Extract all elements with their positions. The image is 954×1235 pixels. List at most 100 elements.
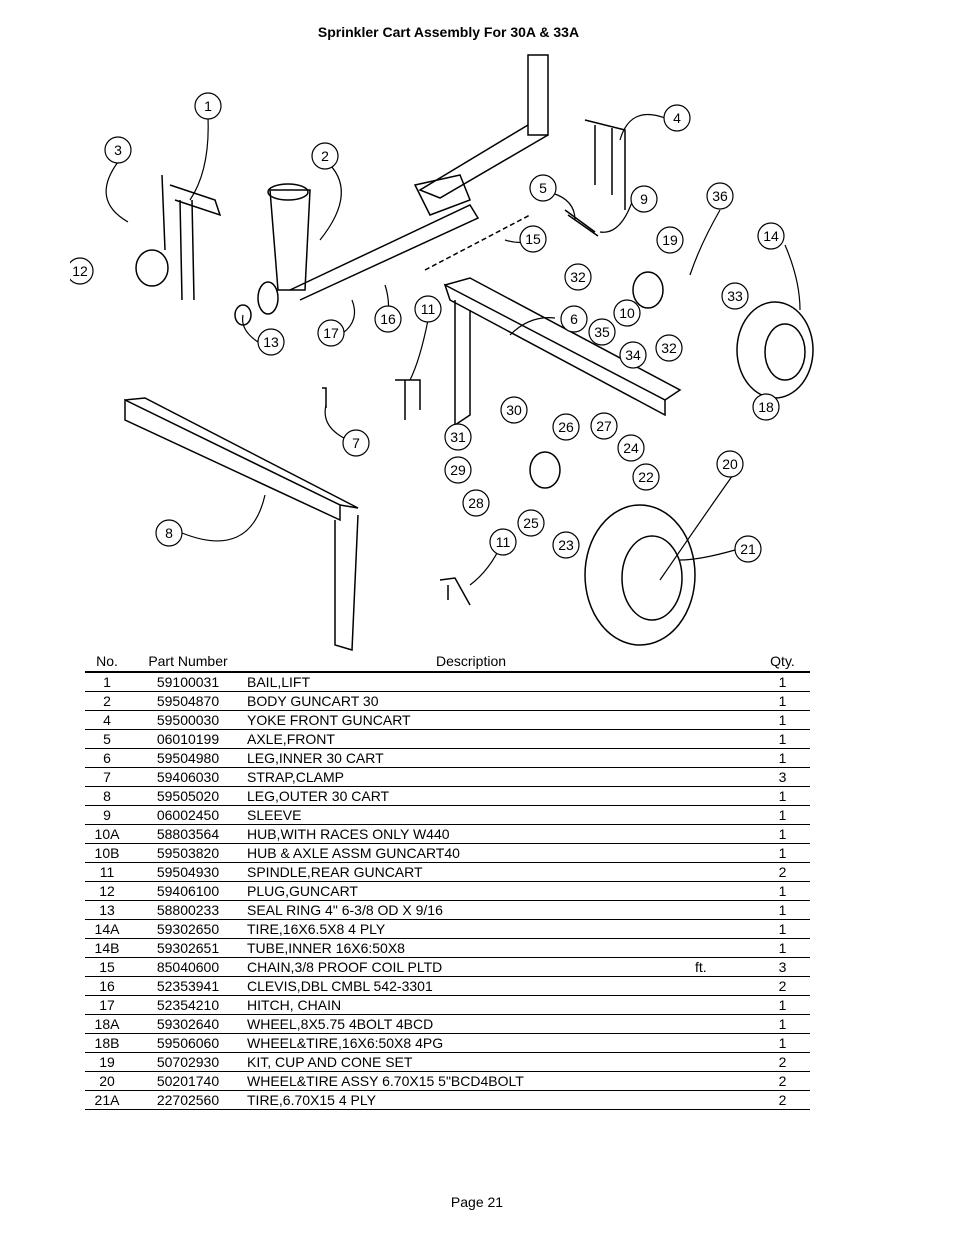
- row-unit: [695, 786, 755, 806]
- row-unit: [695, 1014, 755, 1034]
- row-no: 12: [85, 881, 129, 901]
- callout-29: 29: [444, 456, 472, 484]
- svg-text:21: 21: [740, 541, 756, 557]
- row-description: SEAL RING 4" 6-3/8 OD X 9/16: [247, 900, 695, 920]
- row-no: 6: [85, 748, 129, 768]
- callout-23: 23: [552, 531, 580, 559]
- row-part-number: 85040600: [129, 957, 247, 977]
- row-no: 17: [85, 995, 129, 1015]
- callout-16: 16: [374, 305, 402, 333]
- svg-text:33: 33: [727, 288, 743, 304]
- svg-text:25: 25: [523, 515, 539, 531]
- row-qty: 1: [755, 748, 810, 768]
- svg-text:26: 26: [558, 419, 574, 435]
- row-no: 13: [85, 900, 129, 920]
- row-part-number: 59500030: [129, 710, 247, 730]
- callout-15: 15: [519, 225, 547, 253]
- row-qty: 3: [755, 957, 810, 977]
- callout-14: 14: [757, 222, 785, 250]
- svg-text:6: 6: [570, 311, 578, 327]
- row-unit: [695, 919, 755, 939]
- callout-20: 20: [716, 450, 744, 478]
- svg-text:28: 28: [468, 495, 484, 511]
- row-part-number: 59505020: [129, 786, 247, 806]
- header-no: No.: [85, 651, 129, 673]
- row-qty: 2: [755, 1090, 810, 1110]
- svg-text:2: 2: [321, 148, 329, 164]
- cart-frame-drawing: [124, 54, 814, 651]
- row-part-number: 22702560: [129, 1090, 247, 1110]
- svg-text:15: 15: [525, 231, 541, 247]
- row-description: LEG,OUTER 30 CART: [247, 786, 695, 806]
- row-description: KIT, CUP AND CONE SET: [247, 1052, 695, 1072]
- header-unit: [695, 651, 755, 673]
- row-no: 10B: [85, 843, 129, 863]
- row-no: 18A: [85, 1014, 129, 1034]
- callout-28: 28: [462, 489, 490, 517]
- callout-35: 35: [588, 318, 616, 346]
- svg-text:11: 11: [421, 301, 436, 317]
- svg-text:5: 5: [539, 180, 547, 196]
- row-no: 2: [85, 691, 129, 711]
- row-qty: 2: [755, 976, 810, 996]
- row-unit: [695, 995, 755, 1015]
- callout-18: 18: [752, 393, 780, 421]
- callout-36: 36: [706, 182, 734, 210]
- row-qty: 1: [755, 805, 810, 825]
- row-unit: [695, 1033, 755, 1053]
- row-qty: 1: [755, 919, 810, 939]
- callout-12: 12: [70, 257, 94, 285]
- callout-7: 7: [342, 429, 370, 457]
- svg-text:30: 30: [506, 402, 522, 418]
- callout-8: 8: [155, 519, 183, 547]
- row-part-number: 59302640: [129, 1014, 247, 1034]
- svg-text:17: 17: [323, 325, 339, 341]
- row-part-number: 58803564: [129, 824, 247, 844]
- svg-text:23: 23: [558, 537, 574, 553]
- row-unit: [695, 843, 755, 863]
- page-title: Sprinkler Cart Assembly For 30A & 33A: [317, 24, 580, 40]
- row-no: 4: [85, 710, 129, 730]
- row-description: WHEEL,8X5.75 4BOLT 4BCD: [247, 1014, 695, 1034]
- row-no: 21A: [85, 1090, 129, 1110]
- row-qty: 2: [755, 1052, 810, 1072]
- row-qty: 2: [755, 1071, 810, 1091]
- callout-30: 30: [500, 396, 528, 424]
- row-unit: [695, 824, 755, 844]
- row-description: STRAP,CLAMP: [247, 767, 695, 787]
- row-qty: 3: [755, 767, 810, 787]
- callout-4: 4: [663, 104, 691, 132]
- row-part-number: 59100031: [129, 672, 247, 692]
- row-part-number: 59406100: [129, 881, 247, 901]
- row-description: TIRE,6.70X15 4 PLY: [247, 1090, 695, 1110]
- row-no: 20: [85, 1071, 129, 1091]
- svg-text:34: 34: [625, 347, 641, 363]
- row-description: TIRE,16X6.5X8 4 PLY: [247, 919, 695, 939]
- svg-text:31: 31: [450, 429, 466, 445]
- row-part-number: 59504870: [129, 691, 247, 711]
- header-part-number: Part Number: [129, 651, 247, 673]
- svg-text:20: 20: [722, 456, 738, 472]
- svg-text:35: 35: [594, 324, 610, 340]
- svg-text:18: 18: [758, 399, 774, 415]
- svg-text:32: 32: [570, 269, 586, 285]
- row-no: 19: [85, 1052, 129, 1072]
- callout-24: 24: [617, 434, 645, 462]
- row-description: HITCH, CHAIN: [247, 995, 695, 1015]
- row-qty: 1: [755, 729, 810, 749]
- row-part-number: 52353941: [129, 976, 247, 996]
- callout-6: 6: [560, 305, 588, 333]
- callout-17: 17: [317, 319, 345, 347]
- row-part-number: 59504930: [129, 862, 247, 882]
- svg-text:19: 19: [662, 232, 678, 248]
